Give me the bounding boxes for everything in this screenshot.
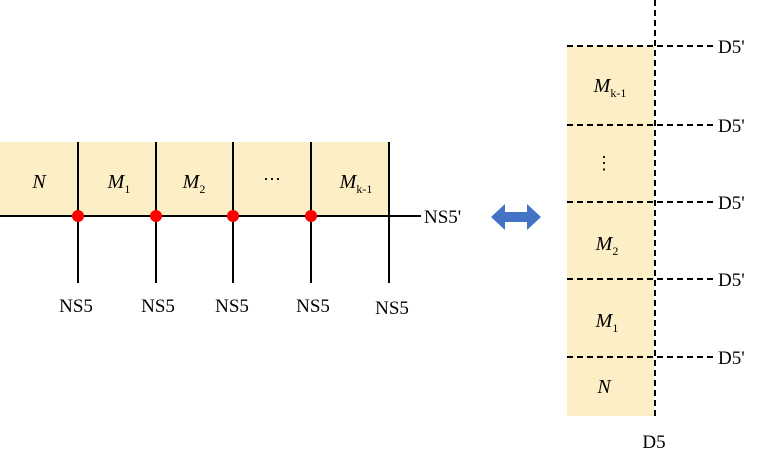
junction-dot [305, 210, 317, 222]
right-cell-strip [567, 46, 654, 416]
left-vertical-label: NS5 [296, 296, 330, 317]
junction-dot [72, 210, 84, 222]
left-cell-strip [0, 142, 390, 216]
left-vertical-label: NS5 [59, 296, 93, 317]
left-horizontal-label: NS5' [424, 207, 461, 228]
right-boundary-label: D5' [718, 270, 745, 291]
left-cell-label: M2 [182, 171, 206, 196]
right-boundary-label: D5' [718, 116, 745, 137]
left-cell-label: ⋯ [263, 169, 281, 189]
left-vertical-label: NS5 [141, 296, 175, 317]
right-vertical-label: D5 [642, 432, 665, 453]
left-cell-label: N [31, 171, 47, 193]
left-cell-label: M1 [107, 171, 131, 196]
right-cell-label: N [596, 376, 612, 398]
junction-dot [227, 210, 239, 222]
right-brane-web: D5' D5' D5' D5' D5' Mk-1 ⋮ M2 M1 N D5 [567, 0, 745, 453]
left-vertical-label: NS5 [215, 296, 249, 317]
right-boundary-label: D5' [718, 193, 745, 214]
junction-dot [150, 210, 162, 222]
double-arrow-icon [491, 204, 541, 230]
right-cell-label: ⋮ [595, 153, 613, 173]
right-boundary-label: D5' [718, 348, 745, 369]
left-vertical-label: NS5 [375, 298, 409, 319]
left-cell-label: Mk-1 [339, 171, 373, 196]
left-brane-web: N M1 M2 ⋯ Mk-1 NS5' NS5 NS5 NS5 NS5 NS5 [0, 142, 461, 319]
right-boundary-label: D5' [718, 37, 745, 58]
right-cell-label: Mk-1 [593, 75, 627, 100]
right-cell-label: M1 [595, 310, 619, 335]
right-cell-label: M2 [595, 233, 619, 258]
